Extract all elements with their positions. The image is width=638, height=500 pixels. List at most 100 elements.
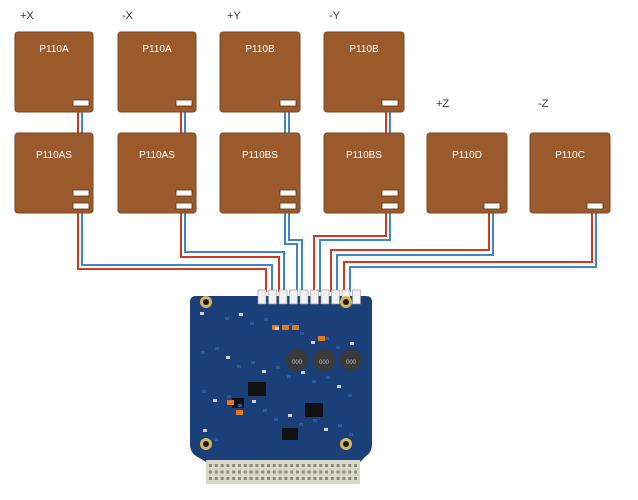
header-pin <box>301 470 305 474</box>
board-header-connector <box>320 289 330 305</box>
panel-connector-tab <box>381 189 399 197</box>
smd-component <box>325 337 329 340</box>
header-pin <box>290 464 294 467</box>
panel-label: P110AS <box>36 150 72 161</box>
board-header-connector <box>257 289 267 305</box>
inductor <box>313 349 335 371</box>
header-pin <box>336 464 340 467</box>
inductor-marking: 000 <box>292 360 303 366</box>
header-pin <box>255 477 259 480</box>
smd-component <box>227 395 231 398</box>
panel-connector-tab <box>586 202 604 210</box>
solar-panel-plus-y-top: P110B <box>219 31 301 113</box>
header-pin <box>272 470 276 474</box>
header-pin <box>313 470 317 474</box>
solar-panel-body <box>323 132 405 214</box>
smd-component <box>350 342 354 345</box>
solar-panel-minus-x-top: P110A <box>117 31 197 113</box>
inductor-marking: 000 <box>346 360 357 366</box>
header-pin <box>296 470 299 474</box>
solar-panel-body <box>323 31 405 113</box>
board-header-connector <box>331 289 340 305</box>
header-pin <box>232 464 236 467</box>
header-pin <box>226 464 230 467</box>
header-pin <box>319 470 323 474</box>
smd-component <box>251 361 255 364</box>
header-pin <box>249 477 253 480</box>
smd-component <box>287 375 291 378</box>
smd-component <box>237 365 241 368</box>
header-pin <box>209 477 212 480</box>
header-pin <box>319 464 323 467</box>
board-header-connector <box>352 289 361 305</box>
header-pin <box>220 477 224 480</box>
red-wire <box>343 205 593 292</box>
smd-component <box>264 318 268 321</box>
solar-panel-body <box>529 132 611 214</box>
header-pin <box>272 464 276 467</box>
header-pin <box>261 477 265 480</box>
header-pin <box>214 464 218 467</box>
smd-component <box>274 418 278 421</box>
orange-component <box>318 336 325 341</box>
chip <box>248 382 266 396</box>
orange-component <box>292 325 299 330</box>
panel-label: P110B <box>349 44 379 55</box>
orange-component <box>282 325 289 330</box>
smd-component <box>348 394 352 397</box>
solar-panel-minus-z: P110C <box>529 132 611 214</box>
header-pin <box>261 464 265 467</box>
header-pin <box>330 470 334 474</box>
axis-label-plus-z: +Z <box>436 98 449 110</box>
header-pin <box>249 464 253 467</box>
header-pin <box>226 470 230 474</box>
axis-label-minus-x: -X <box>122 10 134 22</box>
header-pin <box>238 470 241 474</box>
axis-label-plus-y: +Y <box>227 10 241 22</box>
smd-component <box>313 419 317 422</box>
solar-panel-plus-x-top: P110A <box>14 31 94 113</box>
header-pin <box>249 470 253 474</box>
header-pin <box>255 464 259 467</box>
header-pin <box>301 464 305 467</box>
solar-panel-body <box>219 31 301 113</box>
smd-component <box>215 347 219 350</box>
header-pin <box>348 464 352 467</box>
header-pin <box>284 470 288 474</box>
header-pin <box>330 464 334 467</box>
header-pin <box>232 477 236 480</box>
panel-connector-tab <box>483 202 501 210</box>
header-pin <box>278 464 282 467</box>
header-pin <box>348 477 352 480</box>
header-pin <box>348 470 352 474</box>
header-pin <box>278 470 282 474</box>
smd-component <box>250 322 254 325</box>
solar-panel-array: P110A P110A P110B P110B P110AS P110AS P1… <box>14 31 611 214</box>
header-pin <box>278 477 282 480</box>
panel-label: P110D <box>452 150 482 161</box>
smd-component <box>203 429 207 432</box>
header-pin <box>220 470 224 474</box>
inductor <box>286 349 308 371</box>
header-pin <box>284 464 288 467</box>
chip <box>282 428 298 440</box>
orange-component <box>227 400 234 405</box>
solar-panel-plus-y-bottom: P110BS <box>219 132 301 214</box>
smd-component <box>299 423 303 426</box>
header-pin <box>296 477 299 480</box>
mounting-hole-center <box>203 299 209 305</box>
header-pin <box>313 477 317 480</box>
board-header-connector <box>299 289 309 305</box>
red-wire <box>330 205 490 292</box>
panel-connector-tab <box>175 202 193 210</box>
smd-component <box>213 399 217 402</box>
header-pin <box>325 464 328 467</box>
header-pin <box>267 470 270 474</box>
header-pin <box>336 470 340 474</box>
board-header-connector <box>289 289 298 305</box>
smd-component <box>288 414 292 417</box>
panel-connector-tab <box>175 189 193 197</box>
header-pin <box>243 464 247 467</box>
panel-connector-tab <box>279 202 297 210</box>
